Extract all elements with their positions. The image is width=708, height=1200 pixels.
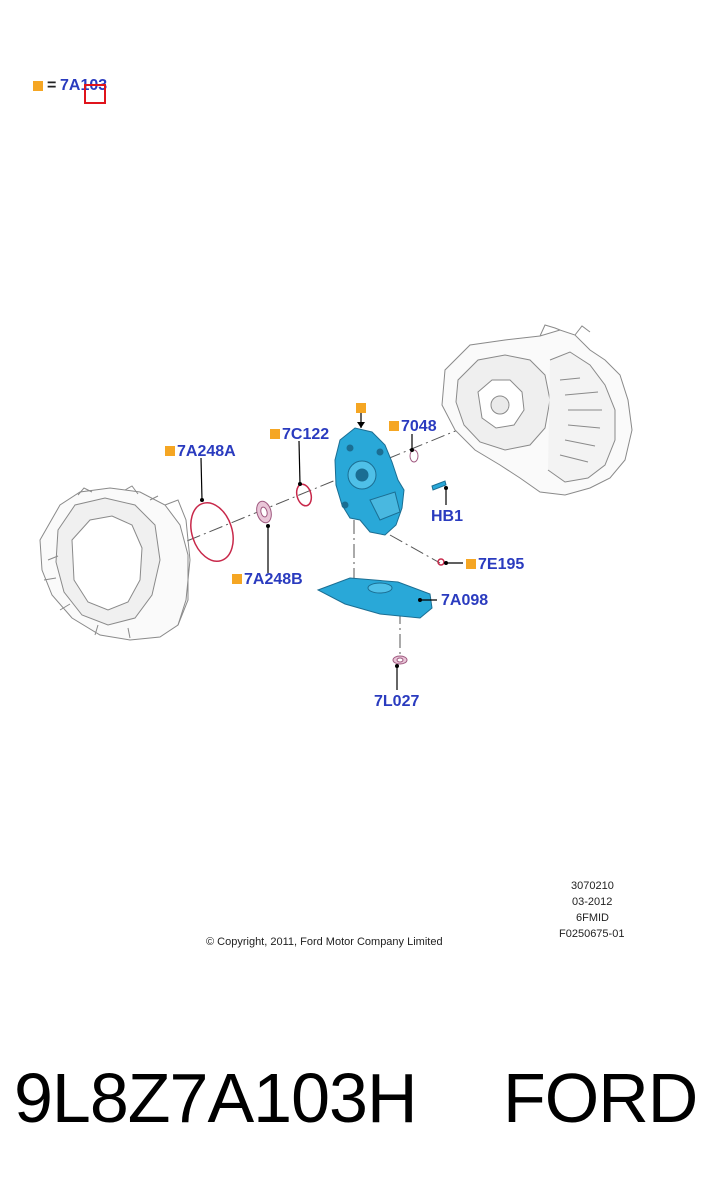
bell-housing-left: [39, 485, 191, 641]
meta-model: 6FMID: [576, 912, 609, 924]
callout-7e195[interactable]: 7E195: [466, 556, 524, 574]
callout-7048[interactable]: 7048: [389, 418, 437, 436]
callout-7a248b-label: 7A248B: [244, 571, 303, 588]
exploded-diagram: [39, 324, 633, 690]
callout-7e195-label: 7E195: [478, 556, 525, 573]
callout-7048-label: 7048: [401, 418, 437, 435]
callout-7a098-label: 7A098: [441, 592, 489, 609]
callout-7l027-label: 7L027: [374, 693, 420, 710]
part-number: 9L8Z7A103H: [14, 1059, 418, 1137]
legend-marker-icon: [33, 81, 43, 91]
callout-main[interactable]: [356, 400, 368, 418]
center-lines: [164, 424, 471, 655]
seals: [190, 483, 445, 566]
pump-assembly: [334, 427, 405, 536]
callout-marker-icon: [356, 402, 366, 413]
transmission-case-right: [441, 324, 633, 496]
meta-code: 3070210: [571, 880, 614, 892]
callout-7a098[interactable]: 7A098: [441, 592, 488, 610]
meta-figure: F0250675-01: [559, 928, 625, 940]
legend-equals: =: [47, 77, 57, 94]
oil-filter: [316, 577, 433, 619]
callout-7c122-label: 7C122: [282, 426, 330, 443]
callout-7a248b[interactable]: 7A248B: [232, 571, 303, 589]
callout-7a248a[interactable]: 7A248A: [165, 443, 236, 461]
copyright: © Copyright, 2011, Ford Motor Company Li…: [206, 936, 443, 948]
callout-marker-icon: [165, 445, 175, 456]
legend-part-label[interactable]: 7A103: [60, 77, 108, 94]
bolt-hb1: [431, 480, 447, 491]
rings: [256, 449, 419, 665]
callout-hb1-label: HB1: [431, 508, 464, 525]
callout-marker-icon: [270, 428, 280, 439]
brand-name: FORD: [503, 1059, 698, 1137]
legend-highlight-box: [84, 84, 106, 104]
leader-lines: [200, 412, 463, 690]
leader-dots: [200, 448, 448, 668]
callout-7c122[interactable]: 7C122: [270, 426, 329, 444]
meta-date: 03-2012: [572, 896, 613, 908]
callout-7a248a-label: 7A248A: [177, 443, 236, 460]
callout-marker-icon: [389, 420, 399, 431]
callout-hb1[interactable]: HB1: [431, 508, 463, 526]
callout-7l027[interactable]: 7L027: [374, 693, 419, 711]
callout-marker-icon: [466, 558, 476, 569]
callout-marker-icon: [232, 573, 242, 584]
